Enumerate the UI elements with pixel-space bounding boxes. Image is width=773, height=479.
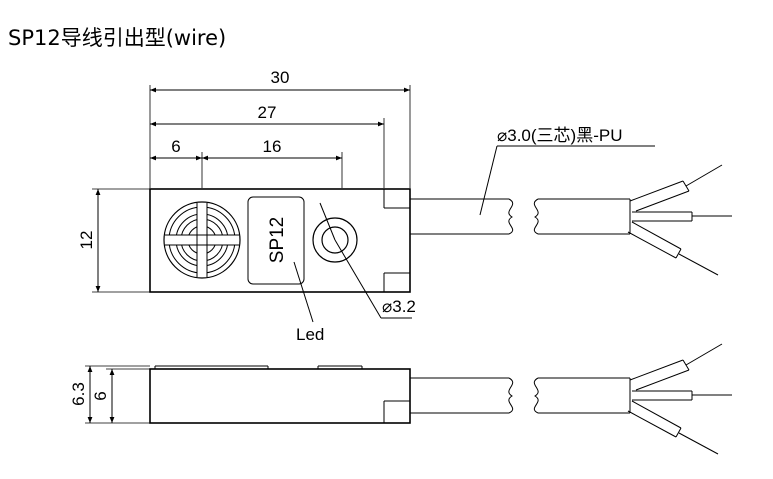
led-label: Led — [296, 325, 324, 344]
sensing-face-icon — [163, 201, 241, 279]
dim-thickness-body: 6 — [91, 391, 110, 400]
sensor-body-side — [149, 368, 411, 424]
dim-sensor-offset: 6 — [171, 137, 180, 156]
dim-thickness-total: 6.3 — [69, 382, 88, 406]
led-leader — [293, 261, 314, 323]
top-view: 30 27 6 16 12 — [77, 68, 732, 344]
dim-overall-length: 30 — [271, 68, 290, 87]
cable-top — [410, 164, 732, 276]
dim-height: 12 — [77, 231, 96, 250]
model-label: SP12 — [267, 217, 288, 263]
page-title: SP12导线引出型(wire) — [8, 26, 227, 50]
dim-body-length: 27 — [258, 103, 277, 122]
dim-led-offset: 16 — [263, 137, 282, 156]
dim-hole: ⌀3.2 — [382, 297, 416, 316]
cable-side — [410, 343, 732, 455]
cable-label: ⌀3.0(三芯)黑-PU — [497, 126, 622, 145]
side-view: 6.3 6 — [69, 343, 732, 455]
model-label-plate — [247, 196, 305, 285]
